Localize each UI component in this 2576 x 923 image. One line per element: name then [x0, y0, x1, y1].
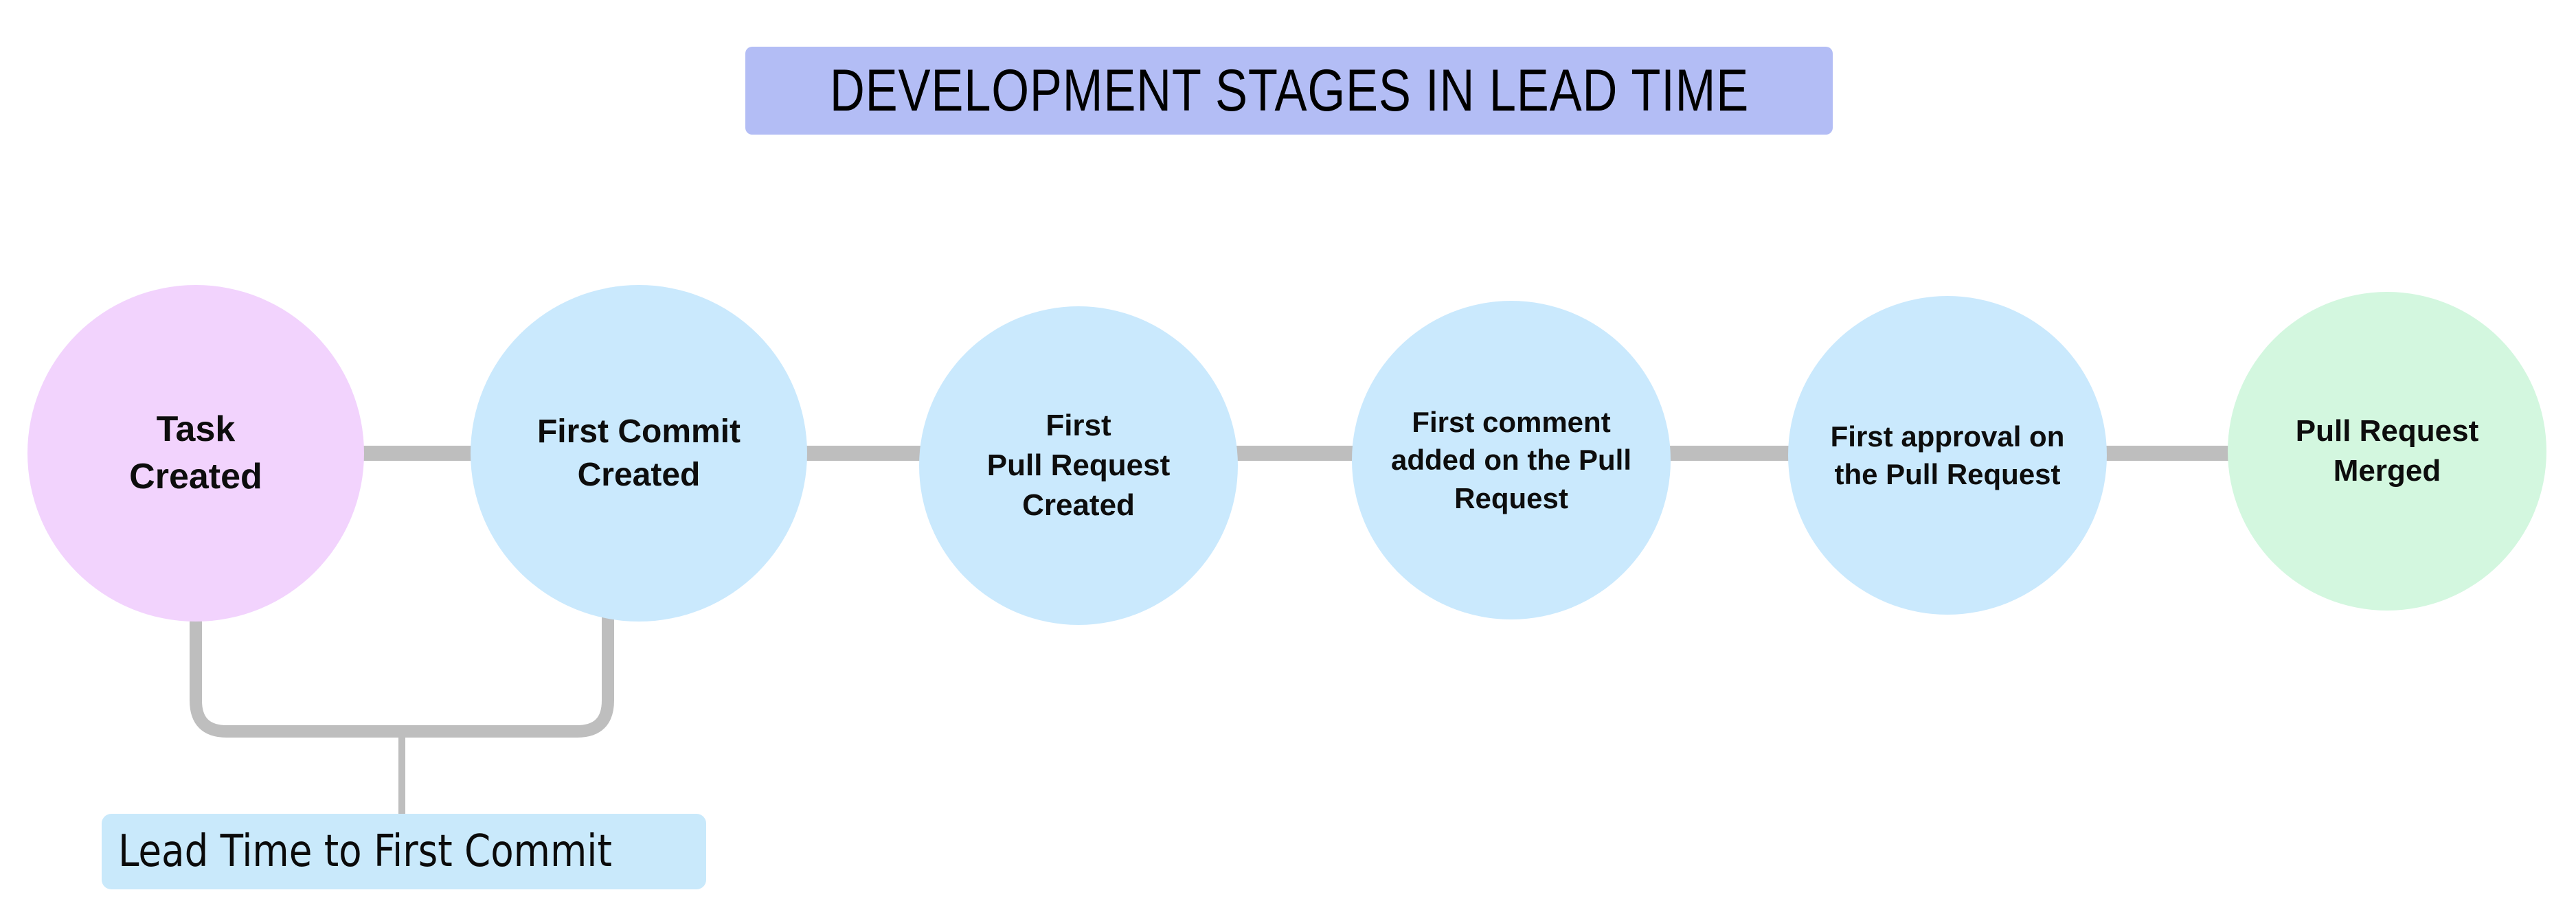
- lead-time-callout-label: Lead Time to First Commit: [118, 826, 612, 877]
- stage-label-5: First approval on the Pull Request: [1830, 420, 2065, 490]
- stage-circle-first-approval-on-pull-request[interactable]: First approval on the Pull Request: [1788, 296, 2107, 615]
- connector-2-3: [800, 446, 927, 461]
- stage-label-4: First comment added on the Pull Request: [1390, 405, 1631, 514]
- stage-circle-first-comment-on-pull-request[interactable]: First comment added on the Pull Request: [1352, 301, 1671, 619]
- connector-5-6: [2102, 446, 2233, 461]
- stage-circle-first-commit-created[interactable]: First Commit Created: [471, 285, 807, 622]
- stage-label-3: First Pull Request Created: [986, 408, 1171, 523]
- connector-4-5: [1666, 446, 1796, 461]
- page-title: DEVELOPMENT STAGES IN LEAD TIME: [829, 58, 1749, 124]
- stage-circle-first-pull-request-created[interactable]: First Pull Request Created: [919, 306, 1238, 625]
- connector-1-2: [357, 446, 481, 461]
- lead-time-bracket: [190, 604, 614, 819]
- lead-time-callout[interactable]: Lead Time to First Commit: [102, 814, 706, 889]
- stage-circle-pull-request-merged[interactable]: Pull Request Merged: [2228, 292, 2546, 611]
- stage-label-1: Task Created: [129, 409, 262, 497]
- stage-label-2: First Commit Created: [536, 413, 741, 493]
- page-title-banner: DEVELOPMENT STAGES IN LEAD TIME: [745, 47, 1833, 135]
- connector-3-4: [1233, 446, 1360, 461]
- stage-label-6: Pull Request Merged: [2295, 413, 2479, 488]
- stage-circle-task-created[interactable]: Task Created: [27, 285, 364, 622]
